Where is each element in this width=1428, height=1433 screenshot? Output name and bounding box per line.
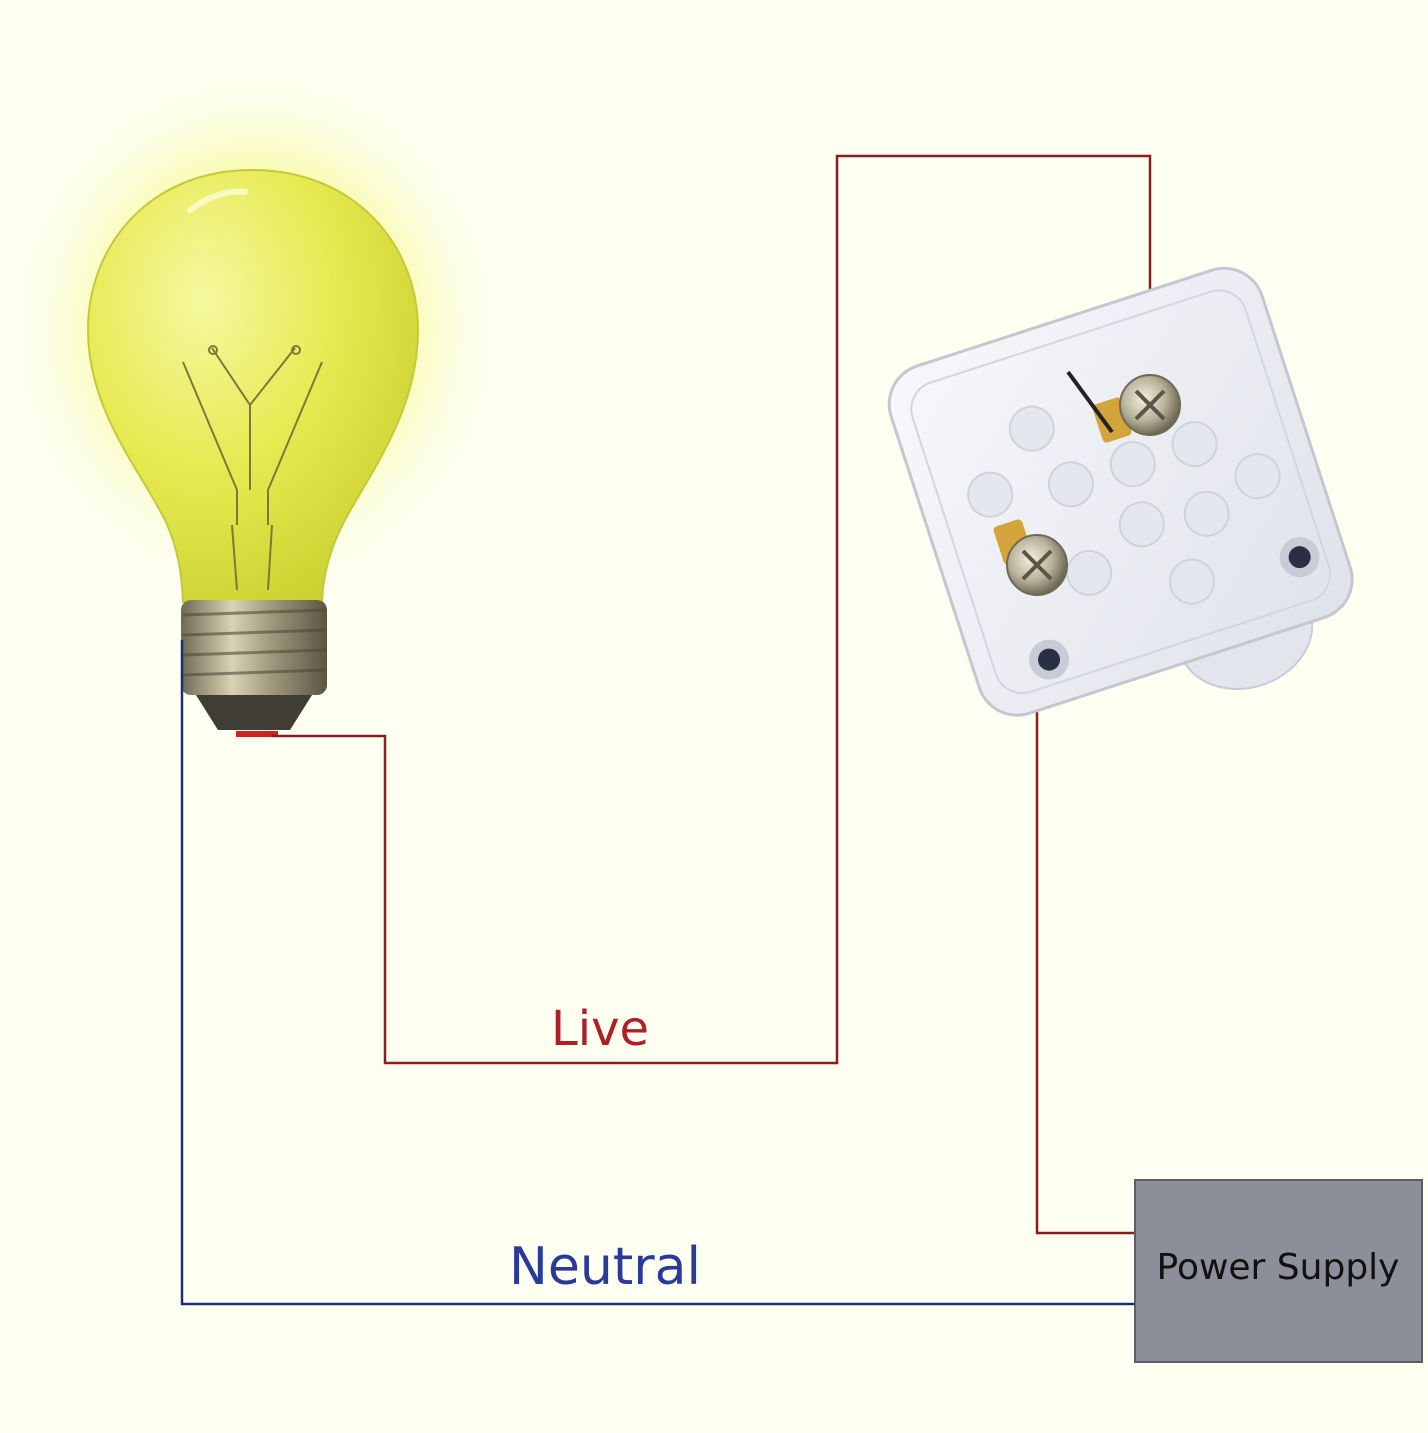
mounting-hole — [1279, 537, 1320, 578]
screw-terminal-icon — [1066, 370, 1181, 443]
wall-switch-icon — [887, 266, 1354, 717]
switch-body — [887, 266, 1354, 717]
screw-terminal-icon — [993, 519, 1068, 596]
live-wire-supply-segment — [1035, 575, 1135, 1235]
live-label: Live — [551, 1001, 649, 1057]
power-supply-box: Power Supply — [1134, 1179, 1423, 1363]
live-wire — [272, 154, 1152, 1235]
mounting-hole — [1029, 639, 1070, 680]
neutral-label: Neutral — [509, 1237, 701, 1297]
power-supply-label: Power Supply — [1157, 1247, 1400, 1288]
live-wire-bulb-segment — [272, 154, 1152, 1065]
neutral-wire — [180, 640, 1135, 1306]
bulb-filament — [182, 347, 323, 591]
light-bulb-icon — [0, 60, 510, 737]
bulb-contact — [196, 695, 312, 730]
